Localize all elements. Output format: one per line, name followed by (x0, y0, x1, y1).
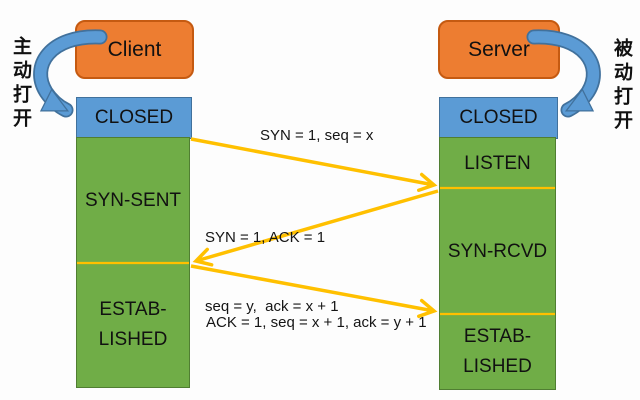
syn-ack-message-line2: seq = y, ack = x + 1 (205, 298, 339, 315)
server-actor-box: Server (438, 20, 560, 79)
server-closed-state: CLOSED (439, 97, 558, 139)
server-listen-state: LISTEN (440, 138, 555, 189)
syn-message-label: SYN = 1, seq = x (260, 127, 374, 144)
syn-arrow (190, 137, 438, 193)
server-established-state: ESTAB- LISHED (440, 315, 555, 388)
server-actor-label: Server (468, 37, 530, 61)
client-established-label-line2: LISHED (98, 329, 168, 350)
client-closed-label: CLOSED (94, 107, 174, 128)
server-syn-rcvd-label: SYN-RCVD (447, 241, 548, 262)
client-state-column: SYN-SENT ESTAB- LISHED (76, 137, 190, 388)
client-syn-sent-label: SYN-SENT (84, 190, 182, 211)
server-established-label-line1: ESTAB- (463, 325, 532, 347)
ack-message-label: ACK = 1, seq = x + 1, ack = y + 1 (206, 314, 427, 331)
server-closed-label: CLOSED (459, 107, 538, 128)
client-actor-label: Client (107, 37, 162, 61)
passive-open-label: 被动打开 (611, 38, 632, 134)
client-established-label-line1: ESTAB- (99, 299, 167, 320)
server-listen-label: LISTEN (464, 152, 531, 174)
syn-ack-message-label: SYN = 1, ACK = 1 seq = y, ack = x + 1 (205, 180, 339, 364)
server-established-label-line2: LISHED (463, 355, 532, 377)
client-established-state: ESTAB- LISHED (77, 264, 189, 386)
server-syn-rcvd-state: SYN-RCVD (440, 189, 555, 315)
server-state-column: LISTEN SYN-RCVD ESTAB- LISHED (439, 137, 556, 390)
client-closed-state: CLOSED (76, 97, 192, 139)
syn-ack-message-line1: SYN = 1, ACK = 1 (205, 229, 326, 246)
client-actor-box: Client (75, 20, 194, 79)
client-syn-sent-state: SYN-SENT (77, 138, 189, 264)
active-open-label: 主动打开 (10, 36, 31, 132)
